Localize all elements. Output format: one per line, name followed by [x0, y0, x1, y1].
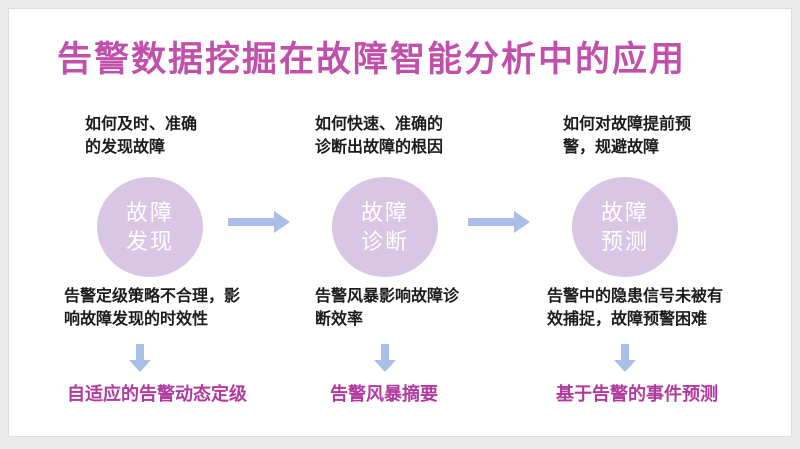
- solution-text-fault-diagnosis: 告警风暴摘要: [330, 384, 438, 404]
- stage-circle-label: 故障 诊断: [360, 200, 409, 254]
- problem-text-fault-discovery: 告警定级策略不合理，影 响故障发现的时效性: [64, 288, 241, 328]
- stage-circle-fault-discovery: 故障 发现: [97, 177, 203, 277]
- down-arrow-icon: [374, 344, 396, 372]
- solution-text-fault-prediction: 基于告警的事件预测: [556, 384, 718, 404]
- down-arrow-icon: [614, 344, 636, 372]
- problem-text-fault-diagnosis: 告警风暴影响故障诊 断效率: [315, 288, 460, 328]
- stage-circle-label: 故障 发现: [125, 200, 174, 254]
- right-arrow-icon: [468, 211, 530, 233]
- slide-title: 告警数据挖掘在故障智能分析中的应用: [57, 40, 687, 79]
- question-text-fault-discovery: 如何及时、准确 的发现故障: [85, 116, 198, 156]
- problem-text-fault-prediction: 告警中的隐患信号未被有 效捕捉，故障预警困难: [547, 288, 724, 328]
- solution-text-fault-discovery: 自适应的告警动态定级: [67, 384, 247, 404]
- right-arrow-icon: [228, 211, 290, 233]
- down-arrow-icon: [129, 344, 151, 372]
- stage-circle-fault-prediction: 故障 预测: [572, 177, 678, 277]
- stage-circle-label: 故障 预测: [600, 200, 649, 254]
- question-text-fault-diagnosis: 如何快速、准确的 诊断出故障的根因: [315, 116, 444, 156]
- question-text-fault-prediction: 如何对故障提前预 警，规避故障: [563, 116, 692, 156]
- stage-circle-fault-diagnosis: 故障 诊断: [332, 177, 438, 277]
